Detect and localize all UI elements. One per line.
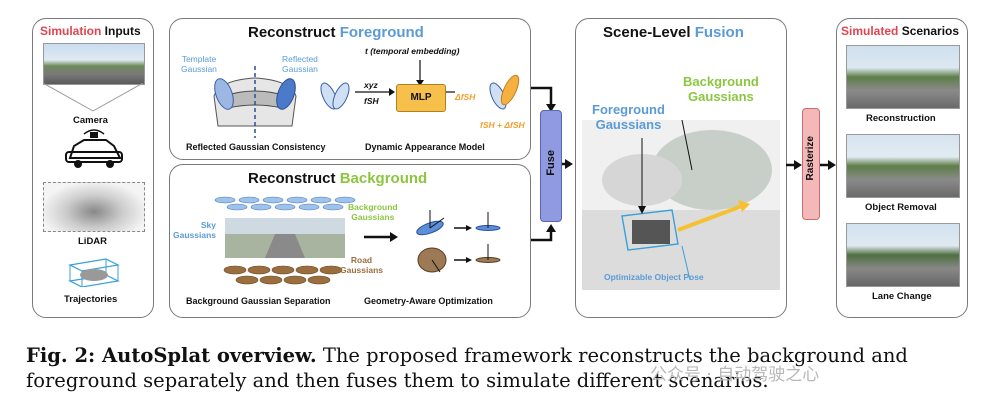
camera-label: Camera (73, 115, 108, 126)
watermark: 公众号 · 自动驾驶之心 (650, 365, 820, 385)
caption-label: Fig. 2: AutoSplat overview. (26, 344, 317, 367)
fusion-bg-label: Background Gaussians (683, 74, 759, 104)
separation-label: Background Gaussian Separation (186, 296, 331, 306)
rasterize-label: Rasterize (805, 136, 816, 181)
camera-frustum (43, 83, 143, 112)
trajectories-label: Trajectories (64, 294, 118, 305)
consistency-label: Reflected Gaussian Consistency (186, 142, 326, 152)
road-gaussians-label: Road Gaussians (340, 255, 383, 275)
background-title: Reconstruct Background (248, 170, 428, 187)
xyz-label: xyz (364, 80, 378, 90)
template-gaussian-label: Template Gaussian (181, 54, 217, 74)
lane-change-thumb (846, 223, 960, 287)
gaussian-pair-icon (320, 82, 350, 110)
rasterize-bar (802, 108, 820, 220)
sky-gaussians-label: Sky Gaussians (173, 220, 216, 240)
car-mesh-figure (213, 66, 297, 138)
geometry-opt-figure (416, 210, 501, 273)
inputs-title: Simulation Inputs (40, 24, 141, 38)
caption-text: The proposed framework reconstructs the … (26, 344, 908, 392)
scenario-lane-change-label: Lane Change (872, 291, 932, 302)
lidar-label: LiDAR (78, 236, 108, 247)
mlp-box: MLP (396, 84, 446, 112)
object-removal-thumb (846, 134, 960, 198)
fusion-scene (582, 119, 780, 290)
lidar-box (43, 182, 145, 232)
bg-to-opt-arrow (364, 232, 398, 242)
temporal-label: t (temporal embedding) (365, 46, 460, 56)
mlp-arrows (355, 60, 455, 96)
fuse-arrows (531, 86, 573, 242)
figure-caption: Fig. 2: AutoSplat overview. The proposed… (26, 343, 976, 393)
fusion-title: Scene-Level Fusion (603, 24, 744, 41)
mlp-label: MLP (410, 92, 432, 103)
trajectory-box-icon (68, 258, 120, 287)
rasterize-arrows (786, 160, 836, 170)
car-icon (65, 129, 123, 168)
fusion-fg-label: Foreground Gaussians (592, 102, 665, 132)
scenario-object-removal-label: Object Removal (865, 202, 937, 213)
object-pose-label: Optimizable Object Pose (604, 272, 704, 282)
fsh-label: fSH (364, 96, 379, 106)
reconstruction-thumb (846, 45, 960, 109)
appearance-gaussians (489, 74, 520, 110)
scenarios-title: Simulated Scenarios (841, 24, 960, 38)
fuse-bar (540, 110, 562, 222)
background-scene (214, 196, 356, 285)
reflected-gaussian-label: Reflected Gaussian (282, 54, 318, 74)
delta-fsh-label: ΔfSH (455, 92, 476, 102)
scenario-reconstruction-label: Reconstruction (866, 113, 936, 124)
sum-label: fSH + ΔfSH (480, 120, 525, 130)
fuse-label: Fuse (545, 150, 557, 176)
optimization-label: Geometry-Aware Optimization (364, 296, 493, 306)
foreground-title: Reconstruct Foreground (248, 24, 424, 41)
appearance-label: Dynamic Appearance Model (365, 142, 485, 152)
camera-image (43, 43, 145, 85)
bg-gaussians-label: Background Gaussians (348, 202, 398, 222)
